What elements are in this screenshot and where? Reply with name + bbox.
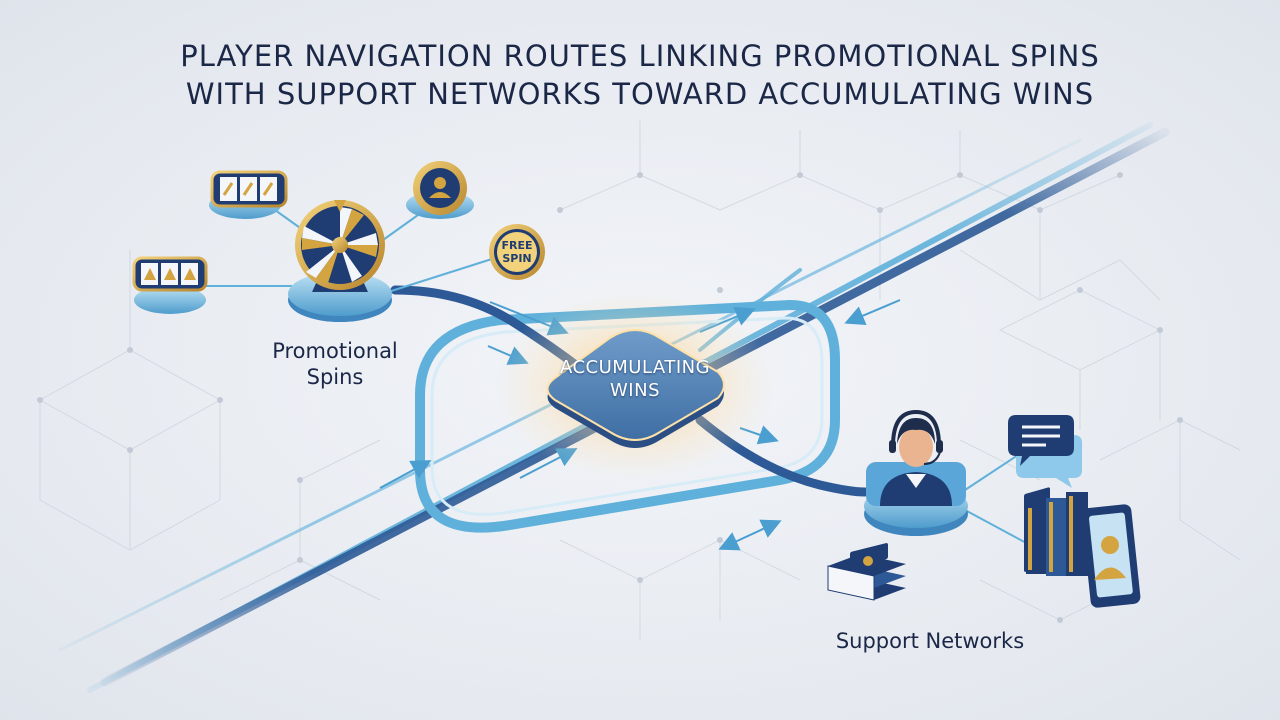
promotional-caption-line-2: Spins bbox=[306, 365, 364, 389]
book-stack-icon bbox=[827, 543, 906, 601]
free-spin-coin-text-2: SPIN bbox=[502, 252, 531, 265]
support-agent-icon[interactable] bbox=[864, 409, 968, 536]
icon-links bbox=[205, 209, 1031, 546]
diagram-title-line-1: PLAYER NAVIGATION ROUTES LINKING PROMOTI… bbox=[180, 39, 1100, 73]
promotional-spins-caption: Promotional Spins bbox=[240, 338, 430, 390]
free-spin-coin-icon[interactable]: FREE SPIN bbox=[489, 224, 545, 280]
slot-reel-icon bbox=[209, 170, 288, 219]
loop-route bbox=[415, 300, 840, 533]
hub-label-line-1: ACCUMULATING bbox=[559, 357, 711, 378]
slot-reel-icon bbox=[132, 256, 208, 314]
promotional-caption-line-1: Promotional bbox=[272, 339, 398, 363]
prize-wheel-icon[interactable] bbox=[288, 200, 392, 322]
diagram-title-line-2: WITH SUPPORT NETWORKS TOWARD ACCUMULATIN… bbox=[185, 77, 1095, 111]
support-networks-caption: Support Networks bbox=[835, 629, 1025, 653]
knowledge-base-icon[interactable] bbox=[1024, 487, 1141, 608]
chat-bubble-icon[interactable] bbox=[1008, 415, 1082, 488]
hub-label: ACCUMULATING WINS bbox=[540, 356, 730, 402]
grid-nodes bbox=[37, 172, 1183, 623]
hub-label-line-2: WINS bbox=[610, 380, 660, 401]
free-spin-coin-text-1: FREE bbox=[501, 239, 532, 252]
accumulating-wins-hub[interactable] bbox=[546, 329, 725, 448]
player-coin-icon bbox=[406, 161, 474, 219]
